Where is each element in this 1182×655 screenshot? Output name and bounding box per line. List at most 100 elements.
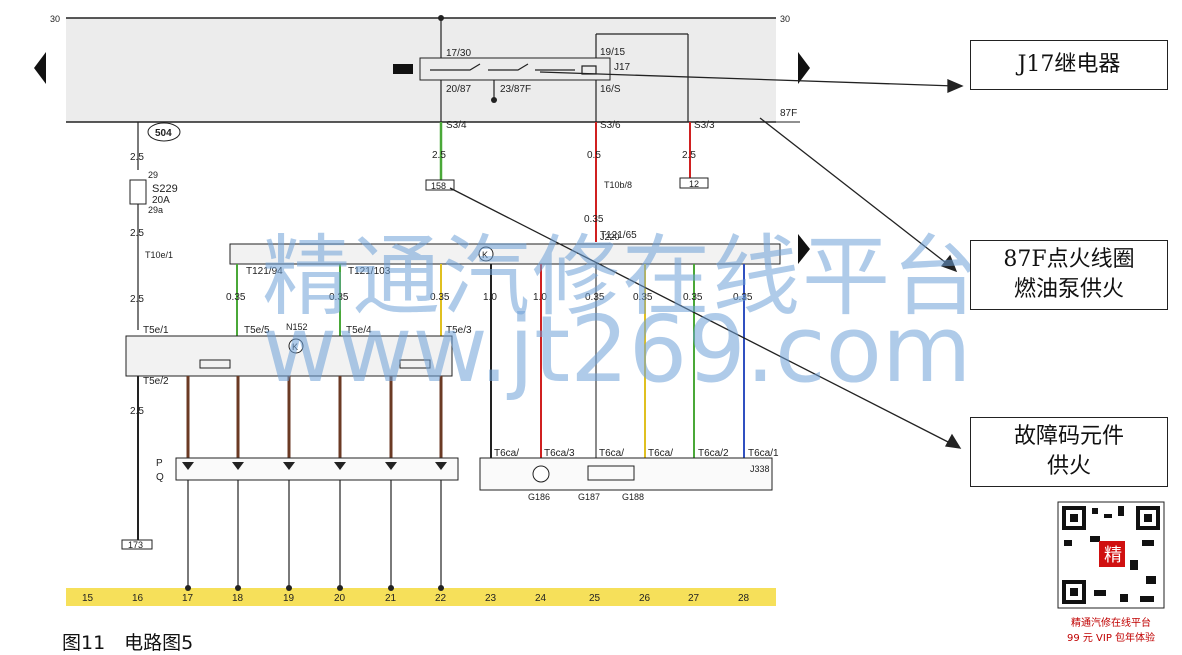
ground-g187: G187 bbox=[578, 492, 600, 502]
fuse-rating: 20A bbox=[152, 195, 170, 206]
ref-504-oval bbox=[147, 122, 181, 142]
module-j220 bbox=[229, 243, 781, 265]
ruler-dot bbox=[337, 585, 343, 591]
module-n152-label: N152 bbox=[286, 322, 308, 332]
callout-arrow-head bbox=[940, 254, 958, 273]
relay-j17-label: J17 bbox=[614, 62, 631, 73]
qr-pattern bbox=[1062, 506, 1160, 604]
callout-arrow-line bbox=[449, 187, 953, 445]
relay-pin-label: 20/87 bbox=[446, 84, 471, 95]
callout-arrow-head bbox=[944, 433, 962, 449]
relay-pin-label: 17/30 bbox=[446, 48, 471, 59]
ruler-dot bbox=[185, 585, 191, 591]
wire-size: 0.35 bbox=[585, 292, 605, 303]
rail-30-right-label: 30 bbox=[780, 14, 790, 24]
wire-size: 0.35 bbox=[226, 292, 246, 303]
wire-size: 2.5 bbox=[130, 294, 144, 305]
connector-t5e2: T5e/2 bbox=[143, 376, 169, 387]
ref-504: 504 bbox=[155, 128, 172, 139]
connector-t10b8: T10b/8 bbox=[604, 180, 632, 190]
ruler-dot bbox=[235, 585, 241, 591]
callout-dtc: 故障码元件 供火 bbox=[970, 417, 1168, 487]
ref-12-box bbox=[679, 177, 709, 189]
throttle-pin: T6ca/1 bbox=[748, 448, 779, 459]
ref-173-box bbox=[121, 539, 153, 550]
k-mark-j220-text: K bbox=[482, 250, 488, 260]
callout-relay: J17继电器 bbox=[970, 40, 1168, 90]
diode-mark bbox=[435, 462, 447, 470]
fuse-name: S229 bbox=[152, 183, 178, 195]
column-number: 20 bbox=[334, 593, 346, 604]
ref-12: 12 bbox=[689, 179, 699, 189]
qr-module bbox=[1130, 560, 1138, 570]
next-page-arrow[interactable] bbox=[798, 52, 810, 84]
callout-arrow-line bbox=[539, 71, 956, 87]
sensor-g187-symbol bbox=[587, 465, 635, 481]
power-band bbox=[66, 18, 776, 122]
throttle-pin: T6ca/2 bbox=[698, 448, 729, 459]
wire-size: 2.5 bbox=[130, 228, 144, 239]
qr-module bbox=[1094, 590, 1106, 596]
connector-t121-103: T121/103 bbox=[348, 266, 391, 277]
qr-module bbox=[1142, 540, 1154, 546]
module-j338-label: J338 bbox=[750, 464, 770, 474]
rail-87f-label: 87F bbox=[780, 108, 797, 119]
qr-finder-core bbox=[1070, 514, 1078, 522]
rail-30-left-label: 30 bbox=[50, 14, 60, 24]
wire-size: 1.0 bbox=[483, 292, 497, 303]
qr-module bbox=[1090, 536, 1100, 542]
connector-t121-65: T121/65 bbox=[600, 230, 637, 241]
column-number: 22 bbox=[435, 593, 447, 604]
next-page-arrow-2[interactable] bbox=[798, 234, 810, 264]
column-number: 17 bbox=[182, 593, 194, 604]
k-mark-n152 bbox=[288, 338, 304, 354]
column-numbers: 15 16 17 18 19 20 21 22 23 24 25 26 27 2… bbox=[82, 593, 750, 604]
qr-module bbox=[1146, 576, 1156, 584]
wire-size: 0.35 bbox=[683, 292, 703, 303]
throttle-pin: T6ca/3 bbox=[544, 448, 575, 459]
callout-arrow-head bbox=[947, 79, 964, 93]
ref-173: 173 bbox=[128, 540, 143, 550]
relay-pin-label: 19/15 bbox=[600, 47, 625, 58]
column-number: 27 bbox=[688, 593, 700, 604]
wire-size: 2.5 bbox=[130, 152, 144, 163]
figure-caption: 图11 电路图5 bbox=[62, 632, 194, 654]
connector-t121-94: T121/94 bbox=[246, 266, 283, 277]
wire-size: 0.35 bbox=[430, 292, 450, 303]
ruler-dot bbox=[286, 585, 292, 591]
throttle-pin: T6ca/ bbox=[599, 448, 624, 459]
connector-t5e4: T5e/4 bbox=[346, 325, 372, 336]
coil-symbol bbox=[199, 359, 431, 369]
diode-mark bbox=[232, 462, 244, 470]
splice-s3-6: S3/6 bbox=[600, 120, 621, 131]
splice-s3-4: S3/4 bbox=[446, 120, 467, 131]
wire-size: 0.5 bbox=[587, 150, 601, 161]
coil-label-q: Q bbox=[156, 472, 164, 483]
promo-line2: 99 元 VIP 包年体验 bbox=[1066, 633, 1156, 644]
connector-t10e1: T10e/1 bbox=[145, 250, 173, 260]
qr-badge bbox=[1099, 541, 1125, 567]
column-number: 15 bbox=[82, 593, 94, 604]
wire-size: 2.5 bbox=[682, 150, 696, 161]
coil-label-p: P bbox=[156, 458, 163, 469]
relay-j17-body bbox=[419, 57, 611, 81]
promo-line1: 精通汽修在线平台 bbox=[1071, 618, 1151, 629]
diode-mark bbox=[385, 462, 397, 470]
column-number: 21 bbox=[385, 593, 397, 604]
ruler-dot bbox=[438, 585, 444, 591]
relay-contact-symbol bbox=[430, 63, 597, 75]
prev-page-arrow[interactable] bbox=[34, 52, 46, 84]
column-number: 26 bbox=[639, 593, 651, 604]
diode-mark bbox=[283, 462, 295, 470]
relay-j17-ground-block bbox=[393, 64, 413, 74]
qr-module bbox=[1140, 596, 1154, 602]
callout-arrow-line bbox=[759, 117, 951, 267]
qr-module bbox=[1118, 506, 1124, 516]
wire-size: 0.35 bbox=[733, 292, 753, 303]
junction-dot bbox=[491, 97, 497, 103]
column-number: 19 bbox=[283, 593, 295, 604]
diode-mark bbox=[182, 462, 194, 470]
wire-size: 1.0 bbox=[533, 292, 547, 303]
fuse-pin-top: 29 bbox=[148, 170, 158, 180]
